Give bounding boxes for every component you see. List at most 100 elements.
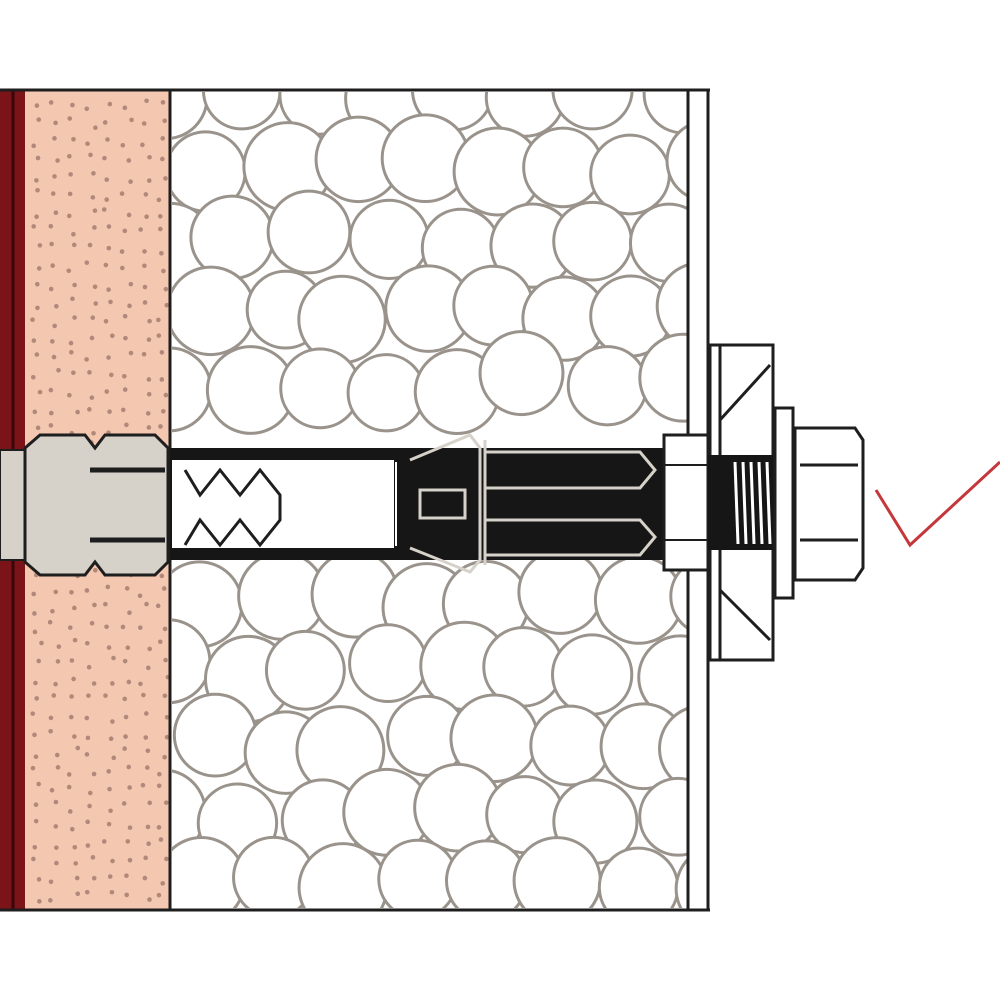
plaster-dot [101, 207, 107, 212]
plaster-dot [106, 224, 112, 229]
expansion-cone [409, 433, 657, 574]
plaster-dot [123, 714, 129, 720]
plaster-dot [31, 856, 36, 862]
plaster-dot [124, 873, 129, 879]
plaster-dot [111, 755, 117, 761]
plaster-dot [34, 281, 40, 287]
plaster-dot [146, 425, 152, 430]
plaster-dot [144, 711, 149, 716]
plaster-dot [50, 191, 56, 196]
plaster-dot [92, 225, 97, 230]
plaster-dot [142, 284, 148, 290]
plaster-dot [145, 824, 151, 830]
plaster-dot [121, 373, 127, 379]
plaster-dot [71, 370, 76, 376]
plaster-dot [156, 317, 161, 323]
plaster-dot [123, 734, 128, 739]
plaster-dot [34, 103, 40, 108]
insulation-bead [566, 345, 649, 427]
plaster-dot [34, 214, 39, 220]
plaster-dot [73, 861, 79, 866]
plaster-dot [159, 573, 165, 579]
plaster-dot [72, 844, 78, 850]
plaster-dot [142, 875, 148, 881]
plaster-dot [158, 424, 163, 429]
plaster-dot [72, 637, 78, 643]
plaster-dot [156, 197, 162, 203]
plaster-dot [84, 260, 90, 265]
plaster-dot [72, 315, 77, 320]
plaster-dot [92, 208, 98, 213]
plaster-dot [156, 892, 162, 898]
plaster-dot [127, 857, 133, 863]
insulation-bead [669, 563, 687, 630]
plaster-dot [103, 318, 109, 324]
plaster-dot [147, 897, 152, 902]
plaster-dot [156, 333, 162, 338]
plaster-dot [125, 645, 131, 651]
plaster-dot [47, 619, 53, 625]
plaster-dot [107, 786, 112, 792]
plaster-dot [144, 214, 149, 219]
insulation-bead [658, 707, 687, 790]
insulation-bead [638, 332, 687, 423]
plaster-dot [84, 106, 90, 112]
plaster-dot [109, 889, 115, 895]
plaster-dot [92, 284, 98, 290]
plaster-dot [159, 350, 165, 355]
plaster-dot [142, 249, 147, 254]
plaster-dot [119, 191, 125, 196]
plaster-dot [146, 337, 152, 342]
plaster-dot [84, 889, 90, 895]
plaster-dot [164, 302, 170, 308]
plaster-dot [49, 241, 54, 247]
plaster-dot [162, 754, 167, 760]
plaster-dot [70, 102, 75, 108]
plaster-dot [164, 715, 170, 720]
plaster-dot [122, 746, 127, 751]
plaster-dot [92, 602, 97, 608]
plaster-dot [67, 809, 73, 814]
plaster-dot [143, 735, 149, 740]
insulation-bead [674, 858, 687, 908]
plaster-dot [127, 825, 133, 830]
insulation-bead [297, 842, 389, 908]
plaster-dot [56, 367, 61, 373]
plaster-dot [31, 143, 37, 149]
thread-line [741, 461, 748, 545]
plaster-dot [120, 142, 126, 148]
plaster-dot [163, 800, 169, 805]
plaster-dot [87, 242, 93, 248]
plaster-dot [55, 659, 61, 664]
plaster-dot [164, 856, 169, 862]
plaster-dot [35, 425, 41, 431]
plaster-dot [67, 625, 73, 630]
plaster-dot [160, 156, 165, 162]
plaster-dot [36, 781, 41, 787]
plaster-dot [86, 664, 92, 670]
plaster-dot [102, 120, 108, 125]
plaster-dot [147, 154, 152, 160]
plaster-dot [51, 693, 57, 698]
plaster-dot [91, 430, 96, 436]
plaster-dot [147, 646, 152, 652]
plaster-dot [84, 357, 89, 362]
plaster-dot [127, 303, 132, 309]
plaster-dot [128, 179, 133, 184]
plaster-dot [30, 711, 36, 716]
plaster-dot [146, 377, 152, 382]
plaster-dot [48, 728, 53, 734]
plaster-dot [53, 799, 59, 805]
insulation-bead [172, 265, 256, 357]
plaster-dot [71, 242, 77, 248]
plaster-dot [124, 586, 130, 591]
plaster-dot [161, 268, 166, 274]
plaster-dot [106, 769, 112, 774]
plaster-dot [141, 351, 147, 357]
plaster-dot [69, 694, 74, 699]
plaster-dot [87, 407, 92, 412]
plaster-dot [84, 640, 90, 646]
plaster-dot [124, 892, 130, 898]
plaster-dot [106, 645, 112, 650]
